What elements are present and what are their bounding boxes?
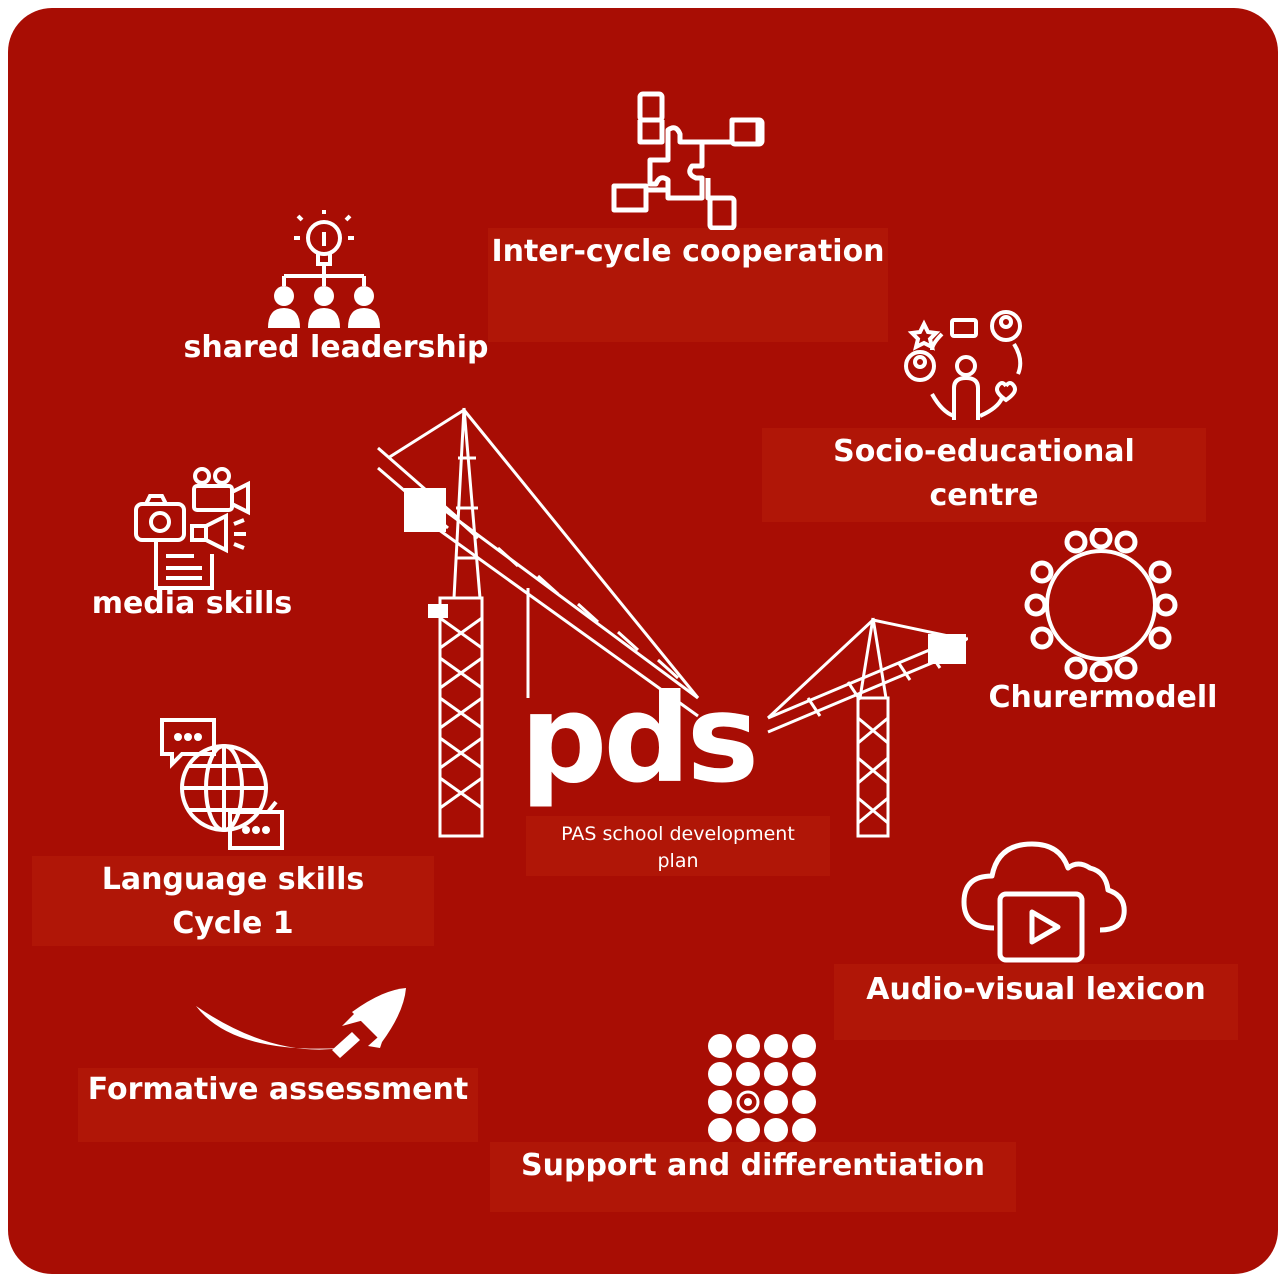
label-socio-educational-line1: Socio-educational <box>833 434 1135 469</box>
pds-logo: pds <box>520 668 759 810</box>
media-devices-icon <box>134 467 250 590</box>
label-shared-leadership: shared leadership <box>183 330 489 365</box>
label-box-inter-cycle <box>488 228 888 342</box>
label-box-socio-educational <box>762 428 1206 522</box>
dot-grid-target-icon <box>708 1034 816 1142</box>
label-churermodell: Churermodell <box>988 680 1218 715</box>
center-subtitle: PAS school development plan <box>526 821 830 875</box>
label-box-language <box>32 856 434 946</box>
label-media-skills: media skills <box>91 586 293 621</box>
puzzle-hands-icon <box>611 91 765 230</box>
construction-cranes-icon <box>377 407 968 838</box>
label-support-differentiation: Support and differentiation <box>521 1148 985 1183</box>
round-table-icon <box>1024 528 1178 682</box>
label-inter-cycle: Inter-cycle cooperation <box>491 234 885 269</box>
globe-chat-icon <box>160 718 284 850</box>
label-box-support <box>490 1142 1016 1212</box>
label-formative-assessment: Formative assessment <box>87 1072 469 1107</box>
cloud-video-icon <box>961 841 1127 963</box>
center-subtitle-line1: PAS school development <box>561 823 795 845</box>
center-subtitle-line2: plan <box>657 850 699 872</box>
label-socio-educational: Socio-educational centre <box>762 430 1206 518</box>
label-language-skills: Language skills Cycle 1 <box>32 858 434 946</box>
label-audio-visual: Audio-visual lexicon <box>866 972 1206 1007</box>
label-box-audio-visual <box>834 964 1238 1040</box>
label-box-formative <box>78 1068 478 1142</box>
lightbulb-team-icon <box>268 210 380 328</box>
community-network-icon <box>904 310 1023 420</box>
label-language-skills-line1: Language skills <box>101 862 365 897</box>
label-socio-educational-line2: centre <box>929 478 1039 513</box>
label-language-skills-line2: Cycle 1 <box>172 906 294 941</box>
diagram-canvas: pds PAS school development plan Inter-cy… <box>8 8 1278 1274</box>
label-box-center-subtitle <box>526 816 830 876</box>
rocket-icon <box>196 988 406 1058</box>
